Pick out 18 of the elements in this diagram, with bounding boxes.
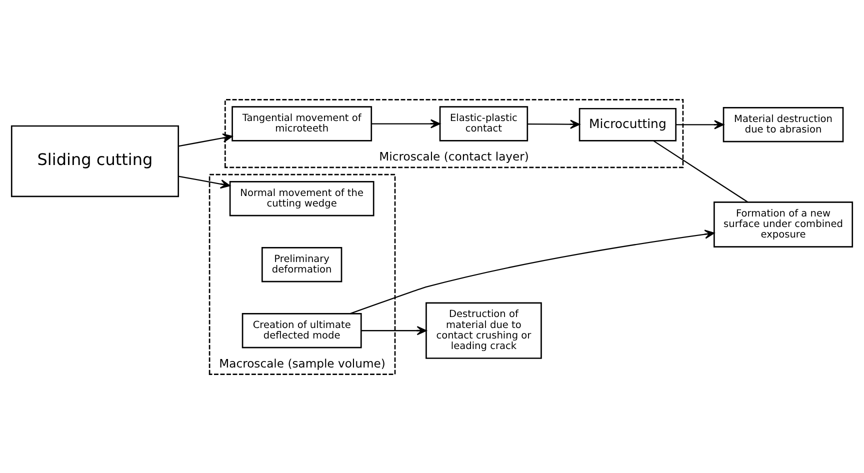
arrow (350, 229, 715, 314)
arrow (676, 120, 724, 129)
node-box: Formation of a new surface under combined exposure (714, 201, 854, 247)
node-box: Elastic-plastic contact (439, 106, 528, 141)
node-box: Normal movement of the cutting wedge (229, 180, 374, 216)
node-box: Preliminary deformation (261, 246, 342, 282)
arrow (361, 326, 427, 335)
arrow (178, 132, 233, 146)
arrow (528, 119, 580, 128)
node-box: Material destruction due to abrasion (722, 106, 844, 142)
node-box: Microcutting (578, 107, 677, 141)
arrow (178, 175, 230, 188)
node-box: Creation of ultimate deflected mode (242, 312, 362, 348)
node-box: Tangential movement of microteeth (232, 106, 372, 141)
node-box: Destruction of material due to contact crushing or leading crack (426, 302, 542, 358)
node-box: Sliding cutting (10, 124, 180, 197)
arrow (372, 118, 440, 128)
connector (653, 140, 748, 202)
